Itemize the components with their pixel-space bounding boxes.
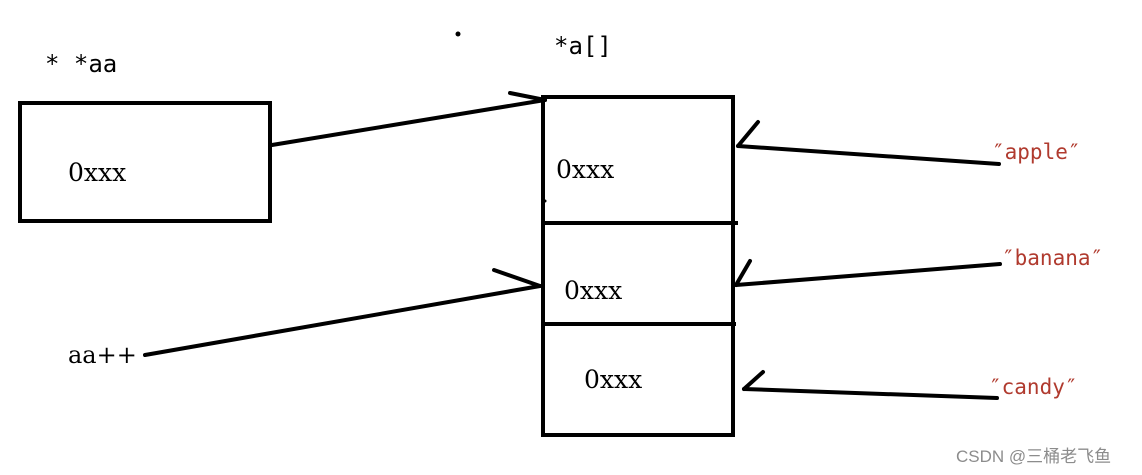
arrow-apple-to-cell-0	[736, 120, 1001, 166]
aa-box	[18, 101, 272, 223]
aa-box-value: 0xxx	[68, 158, 127, 187]
string-candy: ″candy″	[989, 375, 1078, 399]
array-cell-1-value: 0xxx	[564, 276, 623, 305]
watermark: CSDN @三桶老飞鱼	[956, 447, 1112, 466]
label-double-pointer-aa: * *aa	[45, 50, 118, 78]
stray-dot	[455, 31, 461, 37]
array-cell-2-value: 0xxx	[584, 365, 643, 394]
label-array-a: *a[]	[554, 32, 612, 60]
stray-dot	[543, 199, 547, 203]
arrow-aa-to-array	[270, 91, 547, 147]
arrow-banana-to-cell-1	[734, 259, 1002, 287]
array-cell-0-value: 0xxx	[556, 155, 615, 184]
arrow-aa-inc-to-cell-1	[143, 268, 542, 357]
array-box	[541, 95, 735, 437]
string-apple: ″apple″	[992, 140, 1081, 164]
arrow-candy-to-cell-2	[742, 370, 999, 400]
string-banana: ″banana″	[1002, 246, 1104, 270]
label-aa-increment: aa++	[68, 341, 137, 369]
